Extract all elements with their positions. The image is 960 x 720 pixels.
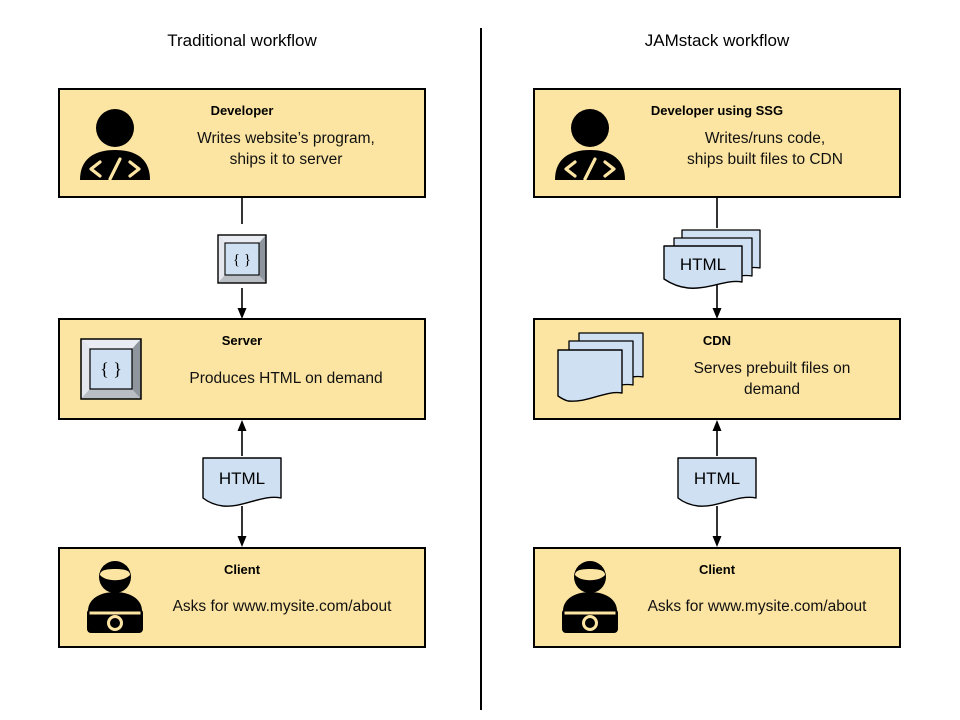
- svg-text:HTML: HTML: [694, 469, 740, 488]
- node-developer-ssg-body-line1: Writes/runs code,: [704, 130, 826, 147]
- svg-text:{ }: { }: [233, 252, 251, 268]
- svg-text:HTML: HTML: [219, 469, 265, 488]
- client-laptop-person-icon: [551, 559, 629, 637]
- svg-text:HTML: HTML: [680, 255, 726, 274]
- node-client-left[interactable]: Client Asks for www.mysite.com/about: [58, 547, 426, 648]
- node-developer-title: Developer: [210, 103, 274, 118]
- column-title-jamstack: JAMstack workflow: [644, 31, 790, 50]
- node-cdn-body-line1: Serves prebuilt files on: [693, 360, 851, 377]
- node-client-right-body-line1: Asks for www.mysite.com/about: [647, 598, 867, 615]
- node-cdn-body-line2: demand: [743, 381, 800, 398]
- node-client-right-title: Client: [698, 562, 736, 577]
- node-client-right[interactable]: Client Asks for www.mysite.com/about: [533, 547, 901, 648]
- developer-code-person-icon: [551, 104, 629, 182]
- column-title-traditional: Traditional workflow: [167, 31, 317, 50]
- node-server-title: Server: [221, 333, 263, 348]
- node-developer[interactable]: Developer Writes website’s program, ship…: [58, 88, 426, 198]
- node-developer-ssg-body: Writes/runs code, ships built files to C…: [535, 128, 899, 170]
- client-laptop-person-icon: [76, 559, 154, 637]
- connector-dev-to-server: [237, 198, 247, 319]
- node-client-left-title: Client: [223, 562, 261, 577]
- developer-code-person-icon: [76, 104, 154, 182]
- node-developer-ssg-body-line2: ships built files to CDN: [687, 151, 843, 168]
- connector-cdn-to-client: [712, 420, 722, 547]
- node-cdn[interactable]: CDN Serves prebuilt files on demand: [533, 318, 901, 420]
- column-divider: [480, 28, 482, 710]
- code-braces-box-icon: { }: [78, 336, 144, 402]
- node-developer-ssg-title: Developer using SSG: [650, 103, 784, 118]
- node-client-left-body-line1: Asks for www.mysite.com/about: [172, 598, 392, 615]
- connector-server-to-client: [237, 420, 247, 547]
- html-document-icon-right: HTML: [676, 456, 758, 512]
- html-document-stack-icon-connector: HTML: [660, 228, 764, 290]
- node-developer-body-line2: ships it to server: [229, 151, 343, 168]
- node-client-right-body: Asks for www.mysite.com/about: [535, 596, 899, 617]
- node-server-body-line1: Produces HTML on demand: [189, 370, 383, 387]
- node-server-body: Produces HTML on demand: [60, 368, 424, 389]
- node-client-left-body: Asks for www.mysite.com/about: [60, 596, 424, 617]
- code-braces-box-icon-connector: { }: [215, 225, 269, 289]
- node-cdn-title: CDN: [702, 333, 732, 348]
- svg-text:{ }: { }: [100, 359, 122, 379]
- html-document-stack-icon: [555, 331, 647, 407]
- node-server[interactable]: { } Server Produces HTML on demand: [58, 318, 426, 420]
- node-developer-body: Writes website’s program, ships it to se…: [60, 128, 424, 170]
- node-cdn-body: Serves prebuilt files on demand: [535, 358, 899, 400]
- node-developer-body-line1: Writes website’s program,: [197, 130, 375, 147]
- html-document-icon-left: HTML: [201, 456, 283, 512]
- node-developer-ssg[interactable]: Developer using SSG Writes/runs code, sh…: [533, 88, 901, 198]
